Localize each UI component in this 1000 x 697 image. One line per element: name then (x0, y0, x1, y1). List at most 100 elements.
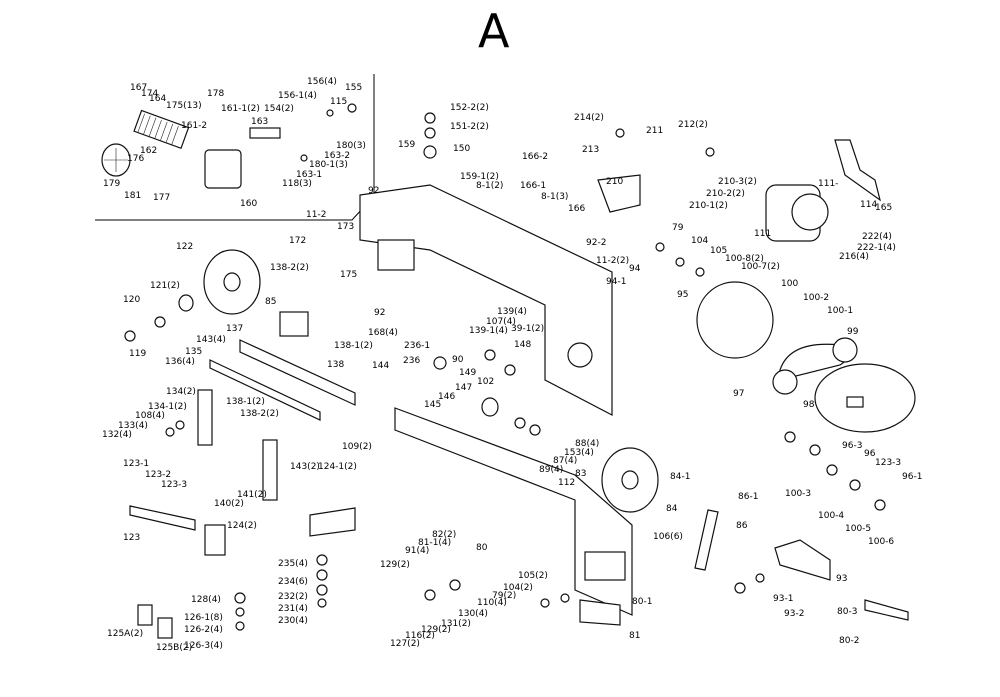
callout-label: 173 (337, 222, 354, 232)
callout-label: 94-1 (606, 277, 626, 287)
main-frame-assembly (359, 174, 641, 416)
drive-pulley-part (772, 369, 798, 395)
callout-label: 8-1(2) (476, 181, 503, 191)
callout-label: 210-1(2) (689, 201, 728, 211)
callout-label: 165 (875, 203, 892, 213)
fastener-part (705, 147, 715, 157)
callout-label: 107(4) (486, 317, 516, 327)
callout-label: 147 (455, 383, 472, 393)
frame-window-part (377, 239, 415, 271)
callout-label: 109(2) (342, 442, 372, 452)
callout-label: 126-3(4) (184, 641, 223, 651)
callout-label: 123-3 (161, 480, 187, 490)
callout-label: 88(4) (575, 439, 599, 449)
callout-label: 39-1(2) (511, 324, 544, 334)
callout-label: 153(4) (564, 448, 594, 458)
callout-label: 92 (374, 308, 385, 318)
fastener-part (423, 145, 437, 159)
fastener-part (809, 444, 821, 456)
fastener-part (560, 593, 570, 603)
fastener-part (540, 598, 550, 608)
callout-label: 211 (646, 126, 663, 136)
lower-wheel-hub-part (621, 470, 639, 490)
fastener-part (175, 420, 185, 430)
vise-assembly (129, 505, 909, 639)
spring-stack-part (133, 109, 190, 150)
callout-label: 131(2) (441, 619, 471, 629)
callout-label: 236 (403, 356, 420, 366)
callout-label: 86 (736, 521, 748, 531)
callout-label: 166-1 (520, 181, 546, 191)
fastener-part (433, 356, 447, 370)
callout-label: 168(4) (368, 328, 398, 338)
fastener-part (695, 267, 705, 277)
diagram-title: A (478, 4, 510, 58)
motor-face-part (791, 193, 829, 231)
callout-label: 152-2(2) (450, 103, 489, 113)
callout-label: 100-3 (785, 489, 811, 499)
label-strip-part (864, 599, 909, 621)
callout-label: 79(2) (492, 591, 516, 601)
callout-label: 124(2) (227, 521, 257, 531)
fastener-part (826, 464, 838, 476)
callout-label: 137 (226, 324, 243, 334)
callout-label: 216(4) (839, 252, 869, 262)
callout-label: 156(4) (307, 77, 337, 87)
callout-label: 100-1 (827, 306, 853, 316)
callout-label: 86-1 (738, 492, 758, 502)
wheels (178, 249, 659, 513)
power-cord-part (834, 139, 881, 202)
inset-knob-part (347, 103, 357, 113)
callout-label: 234(6) (278, 577, 308, 587)
fastener-part (484, 349, 496, 361)
foot-right-part (157, 617, 173, 639)
callout-label: 235(4) (278, 559, 308, 569)
callout-label: 81-1(4) (418, 538, 451, 548)
foot-left-part (137, 604, 153, 626)
callout-label: 145 (424, 400, 441, 410)
callout-label: 139-1(4) (469, 326, 508, 336)
callout-label: 178 (207, 89, 224, 99)
callout-label: 106(6) (653, 532, 683, 542)
callout-label: 150 (453, 144, 470, 154)
fasteners (124, 112, 886, 631)
callout-label: 210-3(2) (718, 177, 757, 187)
inset-screw-part (300, 154, 308, 162)
callout-label: 104 (691, 236, 708, 246)
callout-label: 210 (606, 177, 623, 187)
callout-label: 231(4) (278, 604, 308, 614)
callout-label: 143(4) (196, 335, 226, 345)
callout-label: 80-3 (837, 607, 857, 617)
guide-rail-part (239, 339, 356, 406)
callout-label: 118(3) (282, 179, 312, 189)
callout-label: 166-2 (522, 152, 548, 162)
callout-label: 138-2(2) (240, 409, 279, 419)
callout-label: 119 (129, 349, 146, 359)
callout-label: 111 (754, 229, 771, 239)
frame-bore-part (567, 342, 593, 368)
callout-label: 129(2) (421, 625, 451, 635)
callout-label: 175(13) (166, 101, 202, 111)
callout-label: 98 (803, 400, 815, 410)
callout-label: 146 (438, 392, 455, 402)
guide-arm-part (197, 389, 213, 446)
callout-label: 96 (864, 449, 876, 459)
callout-label: 93 (836, 574, 847, 584)
callout-label: 83 (575, 469, 586, 479)
callout-label: 161-1(2) (221, 104, 260, 114)
callout-label: 96-3 (842, 441, 862, 451)
callout-label: 174 (141, 89, 158, 99)
callout-label: 121(2) (150, 281, 180, 291)
callout-label: 80-1 (632, 597, 652, 607)
callout-label: 123-3 (875, 458, 901, 468)
fastener-part (316, 569, 328, 581)
callout-label: 100-7(2) (741, 262, 780, 272)
callout-label: 176 (127, 154, 144, 164)
callout-label: 129(2) (380, 560, 410, 570)
callout-label: 143(2) (290, 462, 320, 472)
blade-bracket-part (279, 311, 309, 337)
callout-label: 84 (666, 504, 678, 514)
fastener-part (316, 554, 328, 566)
